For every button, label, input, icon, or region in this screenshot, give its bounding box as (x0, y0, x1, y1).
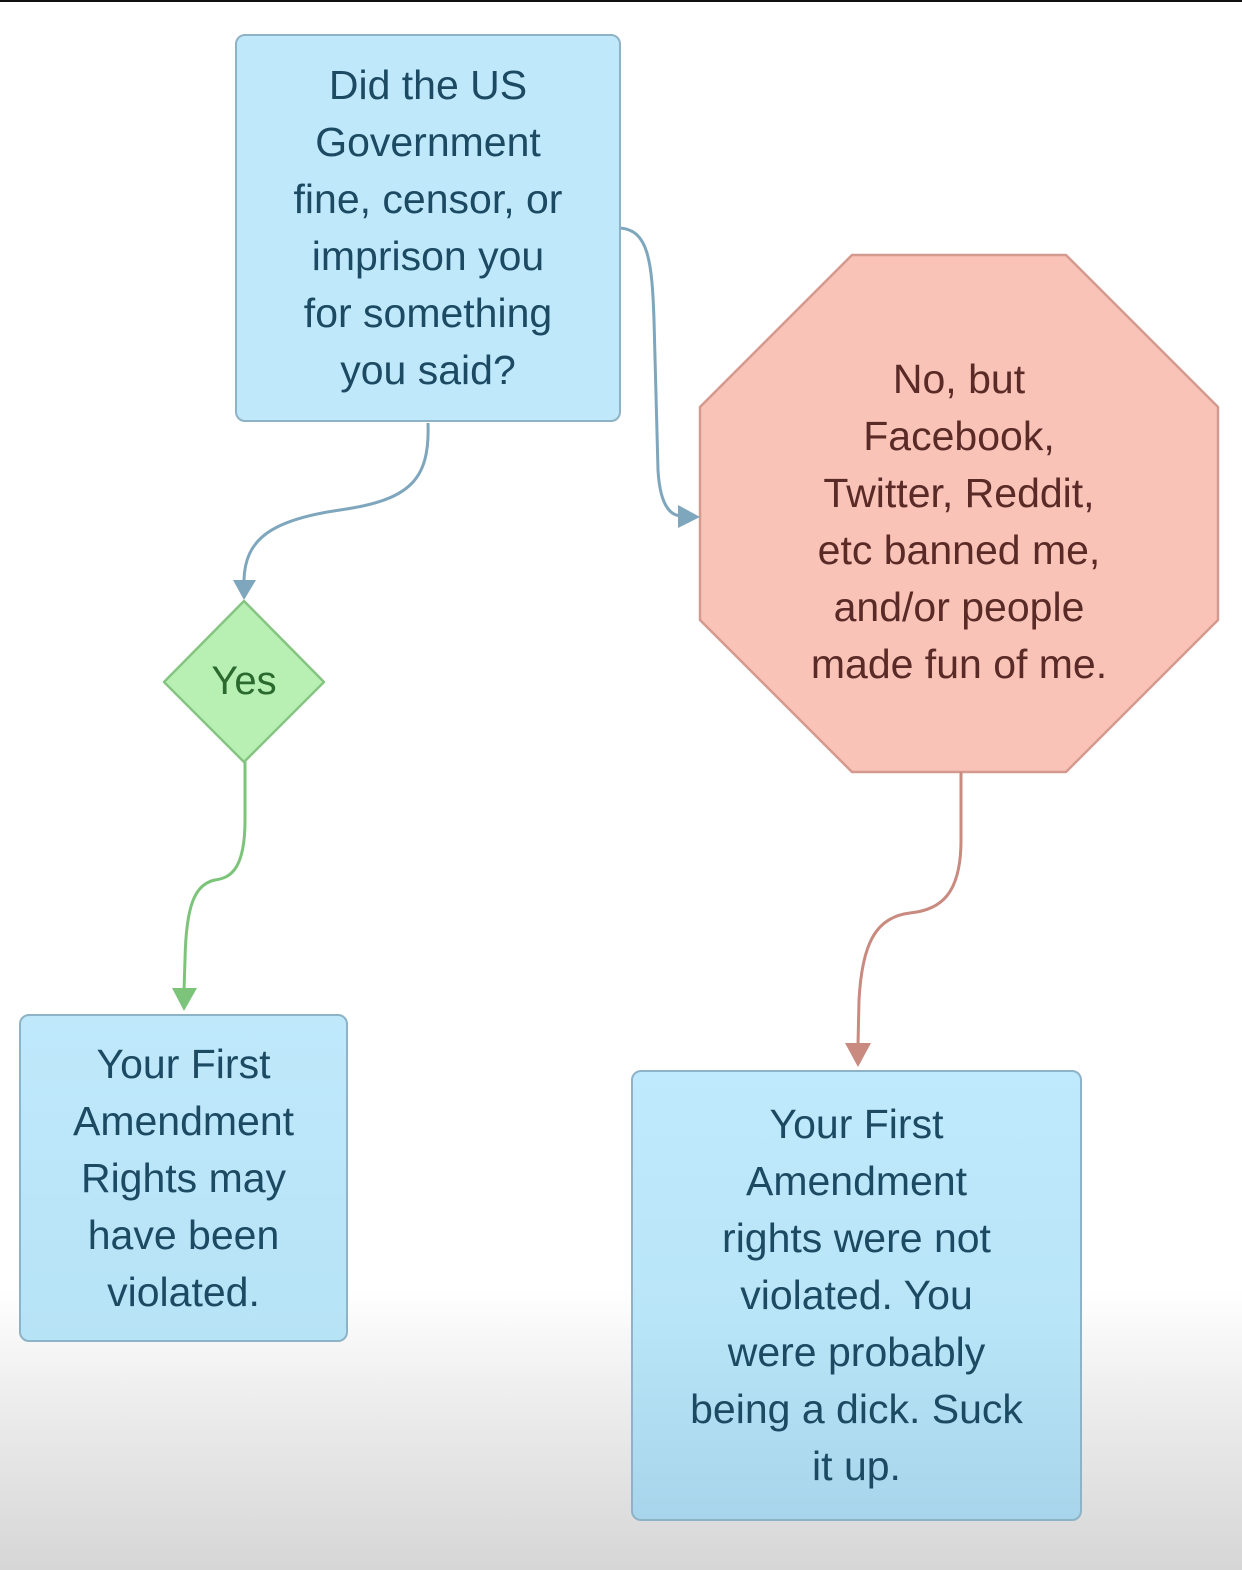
arrowhead-to-yes-icon (233, 580, 256, 600)
yes-label: Yes (211, 658, 277, 703)
yes-result-box: Your First Amendment Rights may have bee… (19, 1014, 348, 1342)
question-box: Did the US Government fine, censor, or i… (235, 34, 621, 422)
arrowhead-to-no-result-icon (845, 1043, 871, 1067)
connector-yes-to-result (182, 762, 247, 991)
yes-diamond: Yes (163, 600, 325, 762)
top-edge-line (0, 0, 1242, 2)
connector-question-to-no (619, 226, 683, 518)
question-text: Did the US Government fine, censor, or i… (293, 62, 563, 393)
no-result-box: Your First Amendment rights were not vio… (631, 1070, 1082, 1521)
no-octagon: No, but Facebook, Twitter, Reddit, etc b… (700, 255, 1218, 772)
connector-no-to-result (856, 772, 963, 1046)
yes-result-text: Your First Amendment Rights may have bee… (72, 1040, 295, 1315)
connector-question-to-yes (242, 422, 430, 581)
no-result-text: Your First Amendment rights were not vio… (690, 1101, 1023, 1489)
arrowhead-to-yes-result-icon (172, 988, 197, 1011)
no-text: No, but Facebook, Twitter, Reddit, etc b… (810, 355, 1108, 687)
arrowhead-to-no-icon (678, 505, 700, 528)
no-octagon-shape (698, 253, 1220, 774)
